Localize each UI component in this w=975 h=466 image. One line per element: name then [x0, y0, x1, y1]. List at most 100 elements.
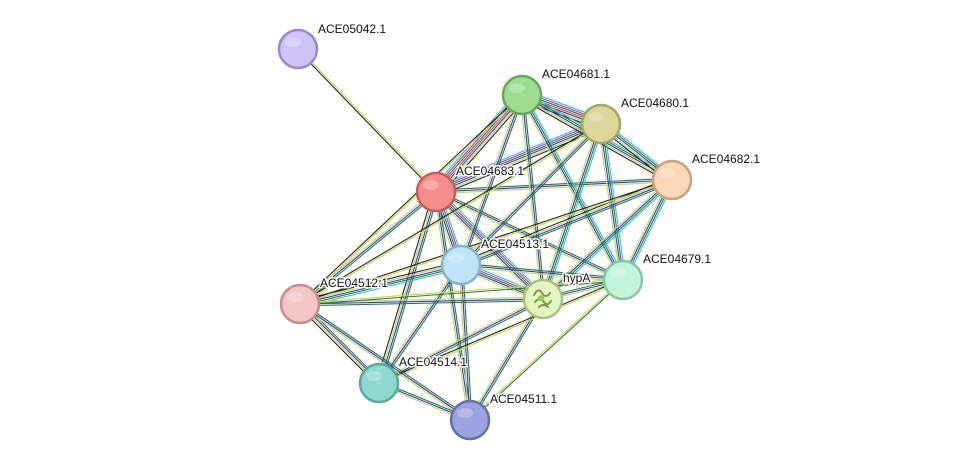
edge-ACE04683.1-ACE04512.1[interactable]	[298, 190, 438, 306]
edge-ACE04681.1-ACE04513.1[interactable]	[458, 94, 525, 266]
edges-layer	[296, 47, 675, 423]
node-label: ACE04514.1	[399, 355, 467, 369]
edge-evidence-co-occurrence	[436, 95, 524, 194]
edge-ACE04683.1-ACE04514.1[interactable]	[375, 191, 440, 384]
node-highlight	[509, 83, 525, 93]
edge-evidence-neighborhood	[543, 180, 673, 301]
edge-evidence-text-mining	[379, 280, 624, 385]
edge-evidence-neighborhood	[461, 262, 624, 279]
edge-evidence-neighborhood	[522, 94, 625, 280]
edge-ACE04683.1-ACE04682.1[interactable]	[435, 177, 673, 195]
edge-evidence-neighborhood	[434, 93, 522, 192]
nodes-layer: ACE05042.1ACE04681.1ACE04680.1ACE04682.1…	[277, 21, 762, 441]
edge-ACE04681.1-ACE04679.1[interactable]	[519, 93, 626, 282]
node-ACE04511.1[interactable]: ACE04511.1	[449, 391, 559, 441]
edge-evidence-co-expression	[299, 178, 672, 304]
node-circle[interactable]	[651, 159, 693, 201]
edge-evidence-text-mining	[299, 262, 461, 303]
node-ACE04512.1[interactable]: ACE04512.1	[279, 275, 390, 325]
node-circle[interactable]	[602, 259, 644, 301]
edge-evidence-neighborhood	[435, 177, 672, 191]
node-circle[interactable]	[277, 28, 319, 70]
node-label: ACE04683.1	[456, 164, 524, 178]
edge-evidence-text-mining	[540, 177, 671, 298]
edge-ACE04679.1-ACE04512.1[interactable]	[299, 278, 624, 306]
edge-evidence-text-mining	[459, 122, 601, 265]
edge-ACE04682.1-hypA[interactable]	[540, 177, 675, 302]
edge-evidence-co-occurrence	[460, 264, 624, 281]
edge-ACE04513.1-ACE04679.1[interactable]	[460, 262, 624, 283]
edge-evidence-neighborhood	[435, 191, 544, 300]
edge-ACE04680.1-ACE04512.1[interactable]	[299, 122, 602, 306]
node-label: ACE04681.1	[542, 67, 610, 81]
edge-evidence-co-expression	[375, 191, 434, 383]
edge-evidence-neighborhood	[462, 95, 525, 266]
edge-evidence-neighborhood	[471, 299, 546, 422]
node-highlight	[285, 37, 301, 47]
node-ACE04679.1[interactable]: ACE04679.1	[602, 251, 713, 301]
protein-structure-icon	[533, 289, 552, 308]
node-circle[interactable]	[449, 399, 491, 441]
node-highlight	[423, 180, 439, 190]
edge-evidence-text-mining	[436, 125, 603, 196]
node-circle[interactable]	[440, 244, 482, 286]
edge-evidence-neighborhood	[435, 122, 601, 192]
edge-ACE04681.1-ACE04512.1[interactable]	[299, 93, 523, 306]
edge-evidence-neighborhood	[523, 94, 546, 299]
edge-evidence-co-occurrence	[469, 298, 544, 421]
node-ACE04683.1[interactable]: ACE04683.1	[415, 163, 526, 213]
node-ACE05042.1[interactable]: ACE05042.1	[277, 21, 388, 70]
edge-evidence-co-occurrence	[461, 180, 673, 267]
edge-evidence-text-mining	[460, 266, 623, 283]
edge-ACE04683.1-ACE04680.1[interactable]	[434, 119, 603, 197]
edge-evidence-neighborhood	[381, 192, 440, 384]
node-hypA[interactable]: hypA	[522, 270, 592, 320]
edge-ACE05042.1-ACE04683.1[interactable]	[296, 47, 438, 194]
edge-ACE04682.1-ACE04512.1[interactable]	[299, 178, 673, 306]
edge-evidence-gene-fusion	[435, 94, 523, 193]
edge-evidence-neighborhood	[380, 265, 463, 385]
edge-evidence-co-occurrence	[520, 95, 623, 281]
node-label: hypA	[563, 271, 590, 285]
edge-evidence-co-occurrence	[542, 178, 672, 299]
node-circle[interactable]	[279, 283, 321, 325]
node-highlight	[287, 292, 303, 302]
node-label: ACE04513.1	[481, 237, 549, 251]
edge-evidence-text-mining	[377, 263, 460, 383]
edge-ACE04679.1-ACE04514.1[interactable]	[378, 278, 624, 385]
edge-evidence-text-mining	[469, 278, 623, 420]
node-label: ACE04511.1	[490, 392, 557, 406]
edge-evidence-text-mining	[434, 193, 623, 283]
node-ACE04680.1[interactable]: ACE04680.1	[580, 95, 691, 145]
edge-ACE04679.1-ACE04511.1[interactable]	[469, 278, 624, 422]
node-ACE04514.1[interactable]: ACE04514.1	[358, 354, 469, 404]
edge-evidence-experimental	[436, 190, 545, 299]
edge-evidence-neighborhood	[300, 192, 438, 306]
node-circle[interactable]	[501, 74, 543, 116]
edge-evidence-co-occurrence	[460, 94, 523, 266]
node-ACE04681.1[interactable]: ACE04681.1	[501, 66, 612, 116]
edge-evidence-neighborhood	[461, 181, 674, 269]
edge-evidence-curated	[434, 119, 600, 189]
node-ACE04513.1[interactable]: ACE04513.1	[440, 236, 551, 286]
edge-evidence-co-expression	[299, 93, 522, 304]
node-circle[interactable]	[415, 171, 457, 213]
node-label: ACE04680.1	[621, 96, 689, 110]
edge-evidence-curated	[438, 189, 546, 297]
edge-evidence-co-occurrence	[379, 192, 438, 384]
edge-evidence-co-expression	[378, 278, 623, 383]
edge-evidence-neighborhood	[601, 123, 625, 280]
edge-evidence-text-mining	[438, 97, 526, 195]
edge-evidence-text-mining	[433, 192, 469, 421]
edge-evidence-text-mining	[519, 96, 622, 282]
edge-ACE04513.1-ACE04514.1[interactable]	[377, 263, 463, 385]
edge-evidence-neighborhood	[300, 302, 472, 419]
edge-evidence-co-occurrence	[435, 179, 673, 193]
node-circle[interactable]	[580, 103, 622, 145]
edge-evidence-text-mining	[299, 278, 623, 304]
node-highlight	[366, 371, 382, 381]
node-ACE04682.1[interactable]: ACE04682.1	[651, 151, 762, 201]
node-circle[interactable]	[358, 362, 400, 404]
node-label: ACE04512.1	[320, 276, 388, 290]
node-highlight	[448, 253, 464, 263]
